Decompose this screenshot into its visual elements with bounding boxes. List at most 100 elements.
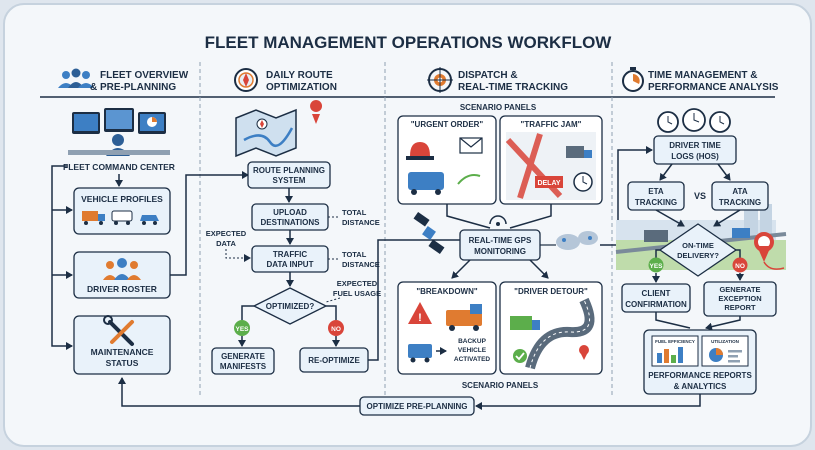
optimize-preplanning-box[interactable]: OPTIMIZE PRE-PLANNING [359, 396, 475, 416]
route-planning-line2: SYSTEM [273, 176, 306, 185]
people-icon [58, 68, 94, 88]
yes-badge: YES [234, 320, 250, 336]
no-badge: NO [328, 320, 344, 336]
driver-detour-panel[interactable]: "DRIVER DETOUR" [499, 281, 603, 375]
maintenance-status-box[interactable]: MAINTENANCE STATUS [73, 315, 171, 375]
time-logs-line2: LOGS (HOS) [671, 152, 719, 161]
driver-time-logs-box[interactable]: DRIVER TIME LOGS (HOS) [653, 135, 737, 165]
backup-van-icon [408, 344, 432, 363]
upload-destinations-box[interactable]: UPLOAD DESTINATIONS [251, 203, 329, 231]
total-distance-2-line1: TOTAL [342, 250, 367, 259]
exception-line1: GENERATE [719, 285, 760, 294]
tow-truck-icon [446, 304, 482, 331]
utilization-card: UTILIZATION [701, 335, 749, 367]
compass-icon [234, 68, 258, 92]
section-1-title-line1: FLEET OVERVIEW [100, 70, 189, 81]
total-distance-1-line1: TOTAL [342, 208, 367, 217]
expected-data-line1: EXPECTED [206, 229, 247, 238]
vehicle-profiles-box[interactable]: VEHICLE PROFILES [73, 187, 171, 235]
eta-line1: ETA [648, 187, 664, 196]
exception-line2: EXCEPTION [718, 294, 761, 303]
manifests-line1: GENERATE [221, 352, 266, 361]
time-logs-line1: DRIVER TIME [669, 141, 721, 150]
check-icon [513, 349, 527, 363]
ata-line1: ATA [732, 187, 747, 196]
no-text-2: NO [735, 263, 745, 270]
traffic-line1: TRAFFIC [273, 250, 307, 259]
breakdown-panel[interactable]: "BREAKDOWN" ! BACKUP VEHICLE ACTIVATED [397, 281, 497, 375]
traffic-jam-label: "TRAFFIC JAM" [521, 120, 582, 129]
driver-detour-label: "DRIVER DETOUR" [514, 287, 588, 296]
svg-text:!: ! [418, 312, 422, 324]
ata-tracking-box[interactable]: ATA TRACKING [711, 181, 769, 211]
total-distance-2-line2: DISTANCE [342, 260, 380, 269]
siren-icon [406, 142, 434, 160]
backup-line3: ACTIVATED [454, 356, 491, 363]
maintenance-label-line2: STATUS [106, 358, 139, 368]
on-time-delivery-decision[interactable]: ON-TIME DELIVERY? [658, 223, 738, 277]
ata-line2: TRACKING [719, 198, 761, 207]
client-line1: CLIENT [642, 289, 671, 298]
client-confirmation-box[interactable]: CLIENT CONFIRMATION [621, 283, 691, 313]
re-optimize-label: RE-OPTIMIZE [308, 356, 360, 365]
target-icon [427, 67, 453, 93]
vehicle-profiles-label: VEHICLE PROFILES [81, 194, 163, 204]
optimized-label: OPTIMIZED? [266, 302, 315, 311]
total-distance-1-line2: DISTANCE [342, 218, 380, 227]
section-2-title-line2: OPTIMIZATION [266, 82, 337, 93]
vs-label: VS [694, 191, 706, 201]
manifests-line2: MANIFESTS [220, 362, 267, 371]
fuel-efficiency-label: FUEL EFFICIENCY [655, 339, 695, 344]
outer-panel [3, 3, 812, 447]
maintenance-label-line1: MAINTENANCE [91, 347, 154, 357]
ontime-line2: DELIVERY? [677, 251, 719, 260]
performance-reports-box[interactable]: FUEL EFFICIENCY UTILIZATION PERFORMANCE … [643, 329, 757, 395]
van-icon-2 [408, 172, 444, 195]
upload-line2: DESTINATIONS [261, 218, 321, 227]
section-2-title-line1: DAILY ROUTE [266, 70, 333, 81]
delay-badge: DELAY [537, 180, 560, 187]
yes-text: YES [235, 326, 249, 333]
re-optimize-box[interactable]: RE-OPTIMIZE [299, 347, 369, 373]
diagram-title: FLEET MANAGEMENT OPERATIONS WORKFLOW [205, 33, 613, 52]
driver-roster-box[interactable]: DRIVER ROSTER [73, 251, 171, 299]
map-pin-icon [579, 345, 589, 360]
drivers-icon [103, 258, 141, 280]
section-3-title-line1: DISPATCH & [458, 70, 518, 81]
exception-report-box[interactable]: GENERATE EXCEPTION REPORT [703, 281, 777, 317]
utilization-label: UTILIZATION [711, 339, 739, 344]
route-planning-line1: ROUTE PLANNING [253, 166, 325, 175]
signal-tower-icon [489, 215, 507, 226]
client-line2: CONFIRMATION [625, 300, 687, 309]
fleet-command-center-label: FLEET COMMAND CENTER [63, 162, 175, 172]
traffic-line2: DATA INPUT [267, 260, 314, 269]
upload-line1: UPLOAD [273, 208, 307, 217]
section-1-title-line2: & PRE-PLANNING [90, 82, 176, 93]
eta-line2: TRACKING [635, 198, 677, 207]
route-planning-box[interactable]: ROUTE PLANNING SYSTEM [247, 161, 331, 189]
gps-monitoring-box[interactable]: REAL-TIME GPS MONITORING [459, 229, 541, 261]
yes-text-2: YES [649, 263, 663, 270]
traffic-data-input-box[interactable]: TRAFFIC DATA INPUT [251, 245, 329, 273]
breakdown-label: "BREAKDOWN" [416, 287, 478, 296]
clock-icon [573, 172, 593, 192]
eta-tracking-box[interactable]: ETA TRACKING [627, 181, 685, 211]
yes-badge-2: YES [648, 257, 664, 273]
urgent-order-panel[interactable]: "URGENT ORDER" [397, 115, 497, 205]
optimized-decision[interactable]: OPTIMIZED? [252, 287, 328, 325]
generate-manifests-box[interactable]: GENERATE MANIFESTS [211, 347, 275, 375]
scenario-panels-bottom: SCENARIO PANELS [462, 381, 539, 390]
location-pin-icon [754, 232, 785, 270]
expected-data-line2: DATA [216, 239, 236, 248]
section-4-title-line1: TIME MANAGEMENT & [648, 70, 757, 81]
backup-line1: BACKUP [458, 338, 486, 345]
optimize-preplanning-label: OPTIMIZE PRE-PLANNING [367, 402, 468, 411]
satellite-icon [413, 211, 445, 255]
warning-icon: ! [408, 302, 432, 324]
reports-line1: PERFORMANCE REPORTS [648, 371, 752, 380]
driver-roster-label: DRIVER ROSTER [87, 284, 157, 294]
traffic-jam-panel[interactable]: "TRAFFIC JAM" DELAY [499, 115, 603, 205]
section-3-title-line2: REAL-TIME TRACKING [458, 82, 568, 93]
world-map-icon [556, 231, 598, 250]
